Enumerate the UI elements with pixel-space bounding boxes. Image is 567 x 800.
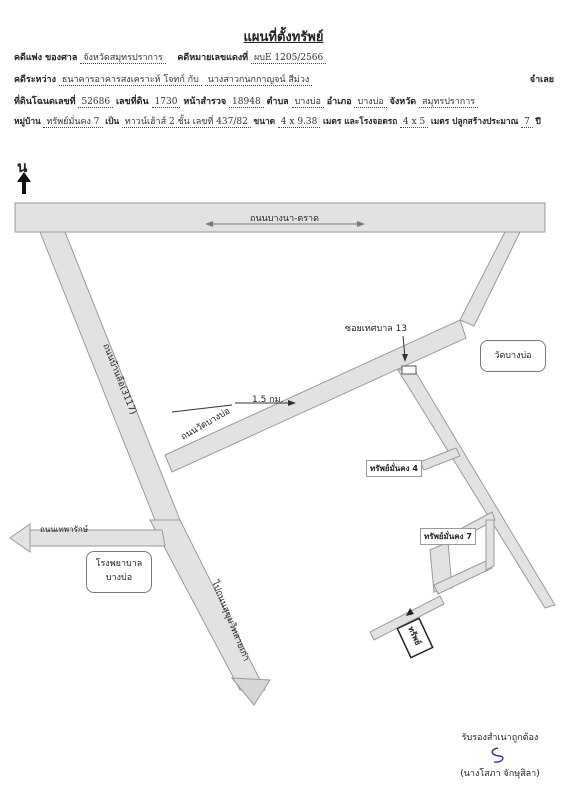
parties-label: คดีระหว่าง [14, 75, 56, 85]
hospital-box: โรงพยาบาล บางบ่อ [86, 551, 152, 593]
size-label: ขนาด [253, 116, 276, 126]
land-no-value: 1730 [151, 97, 181, 108]
survey-value: 18948 [229, 97, 264, 108]
deed-line: ที่ดินโฉนดเลขที่ 52686 เลขที่ดิน 1730 หน… [14, 94, 554, 108]
type-label: เป็น [105, 116, 120, 126]
certify-text: รับรองสำเนาถูกต้อง [461, 733, 539, 743]
street-property [369, 595, 445, 641]
arrow-down-icon [230, 677, 271, 706]
arrow-west-icon [9, 523, 31, 553]
certification-block: รับรองสำเนาถูกต้อง (นางโสภา จักษุสิลา) [440, 730, 560, 780]
road-ban-lo [39, 231, 181, 521]
soi-label: ซอยเทศบาล 13 [345, 324, 407, 334]
age-value: 7 [521, 117, 533, 128]
age-unit: ปี [535, 116, 541, 126]
province-label: จังหวัด [389, 97, 417, 107]
property-arrow-icon [406, 608, 414, 616]
temple-box: วัดบางบ่อ [480, 340, 546, 372]
north-label: น [17, 158, 28, 176]
distance-label: 1.5 กม. [252, 395, 283, 405]
subdistrict-value: บางบ่อ [291, 97, 324, 108]
district-value: บางบ่อ [354, 97, 387, 108]
court-label: คดีแพ่ง ของศาล [14, 53, 78, 63]
road-bangna-trat [14, 202, 546, 233]
subdistrict-label: ตำบล [266, 97, 289, 107]
defendant-suffix: จำเลย [529, 75, 554, 85]
deed-label: ที่ดินโฉนดเลขที่ [14, 97, 76, 107]
village-4-label: ทรัพย์มั่นคง 4 [366, 460, 422, 477]
village-value: ทรัพย์มั่นคง 7 [43, 117, 103, 128]
arrow-left-icon [205, 221, 213, 227]
temple-label: วัดบางบ่อ [494, 351, 532, 361]
property-line: หมู่บ้าน ทรัพย์มั่นคง 7 เป็น ทาวน์เฮ้าส์… [14, 114, 554, 128]
street-village-7-cross [433, 559, 493, 595]
signature-icon [491, 747, 504, 763]
deed-value: 52686 [78, 97, 114, 108]
garage-value: 4 x 5 [400, 117, 429, 128]
road-west-label: ถนนเทพารักษ์ [40, 524, 88, 534]
parties-line: คดีระหว่าง ธนาคารอาคารสงเคราะห์ โจทก์ กั… [14, 72, 554, 86]
road-wat-bang-bo [164, 319, 467, 473]
side-street-village-4 [419, 447, 461, 471]
size-unit: เมตร และโรงจอดรถ [323, 116, 398, 126]
size-value: 4 x 9.38 [277, 117, 321, 128]
road-top-label: ถนนบางนา-ตราด [250, 214, 319, 224]
hospital-line-1: โรงพยาบาล [95, 559, 143, 569]
case-label: คดีหมายเลขแดงที่ [177, 53, 249, 63]
defendant-value: นางสาวกนกกาญจน์ สีม่วง [204, 75, 313, 86]
land-no-label: เลขที่ดิน [115, 97, 149, 107]
garage-unit: เมตร ปลูกสร้างประมาณ [430, 116, 519, 126]
road-to-sukhumvit [149, 519, 266, 691]
soi-arrow-icon [402, 354, 408, 362]
type-value: ทาวน์เฮ้าส์ 2 ชั้น เลขที่ 437/82 [121, 117, 251, 128]
plaintiff-value: ธนาคารอาคารสงเคราะห์ โจทก์ กับ [58, 75, 202, 86]
road-to-temple [459, 231, 521, 327]
page-title: แผนที่ตั้งทรัพย์ [243, 30, 324, 45]
north-arrow-icon [17, 172, 31, 194]
arrow-right-icon [357, 221, 365, 227]
village-label: หมู่บ้าน [14, 116, 41, 126]
village-7-label: ทรัพย์มั่นคง 7 [420, 528, 476, 545]
case-value: ผบE 1205/2566 [251, 53, 327, 64]
property-marker [396, 617, 434, 659]
hospital-line-2: บางบ่อ [105, 573, 133, 583]
distance-arrow-icon [288, 400, 296, 406]
district-label: อำเภอ [326, 97, 352, 107]
street-village-7-right [485, 519, 495, 571]
leader-line-diag [171, 404, 233, 413]
soi-gate [401, 365, 417, 375]
signer-name: (นางโสภา จักษุสิลา) [460, 769, 540, 779]
court-value: จังหวัดสมุทรปราการ [80, 53, 166, 64]
province-value: สมุทรปราการ [419, 97, 479, 108]
court-line: คดีแพ่ง ของศาล จังหวัดสมุทรปราการ คดีหมา… [14, 50, 554, 64]
survey-label: หน้าสำรวจ [183, 97, 227, 107]
